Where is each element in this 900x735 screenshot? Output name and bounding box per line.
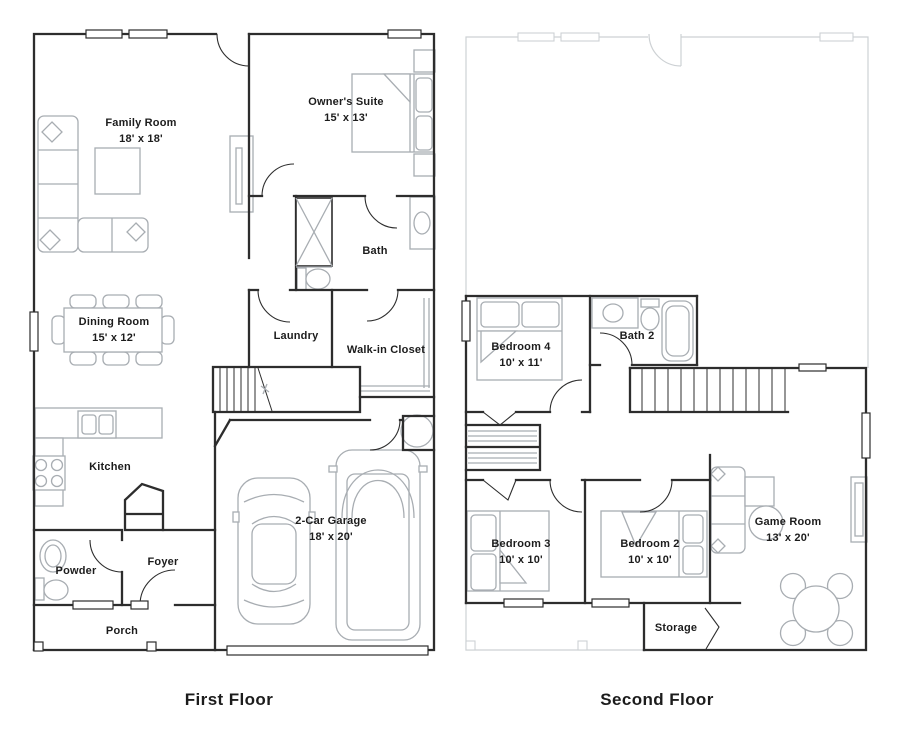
bath-toilet: [296, 267, 331, 291]
room-label-bedroom-4: Bedroom 4 10' x 11': [491, 341, 551, 369]
bath2-toilet: [640, 298, 660, 331]
room-label-bath: Bath: [362, 245, 388, 257]
walk-in-closet-shelves: [360, 298, 430, 392]
second-floor-stairs: [641, 369, 786, 411]
powder-sink: [39, 539, 67, 573]
game-room-table-set: [779, 572, 854, 647]
coffee-table: [94, 147, 141, 195]
second-floor-walls: [464, 294, 868, 652]
room-label-storage: Storage: [654, 622, 698, 634]
second-floor-plan: [461, 32, 871, 652]
room-label-porch: Porch: [105, 625, 139, 637]
first-floor-plan: [29, 29, 436, 656]
room-label-bedroom-2: Bedroom 2 10' x 10': [620, 538, 680, 566]
first-floor-windows: [29, 29, 429, 656]
linen-closet-shelves: [468, 430, 537, 464]
bath2-vanity: [591, 297, 639, 329]
room-label-bath-2: Bath 2: [619, 330, 655, 342]
room-label-family-room: Family Room 18' x 18': [105, 117, 177, 145]
bedroom2-bed: [600, 510, 708, 578]
powder-toilet: [34, 577, 69, 601]
stove: [32, 455, 66, 491]
room-label-powder: Powder: [55, 565, 97, 577]
bath-vanity: [409, 196, 436, 250]
dining-table-set: [51, 294, 175, 366]
room-label-owners-suite: Owner's Suite 15' x 13': [308, 96, 384, 124]
first-floor-stairs: [219, 367, 273, 412]
game-room-sofa: [710, 466, 784, 554]
room-label-dining-room: Dining Room 15' x 12': [78, 316, 150, 344]
bedroom3-bed: [466, 510, 550, 592]
owners-suite-bed: [351, 49, 436, 177]
floor-title-second: Second Floor: [600, 690, 714, 709]
fireplace-media-unit: [229, 135, 254, 213]
second-floor-doors: [482, 332, 720, 650]
room-label-walk-in-closet: Walk-in Closet: [346, 344, 426, 356]
water-heater: [400, 414, 434, 448]
game-room-window-seat: [850, 476, 868, 543]
shower: [295, 197, 333, 268]
floor-title-first: First Floor: [184, 690, 274, 709]
room-label-garage: 2-Car Garage 18' x 20': [295, 515, 367, 543]
room-label-laundry: Laundry: [273, 330, 319, 342]
room-label-game-room: Game Room 13' x 20': [754, 516, 822, 544]
bedroom4-bed: [476, 297, 563, 381]
room-label-kitchen: Kitchen: [89, 461, 131, 473]
first-floor-doors: [89, 33, 401, 606]
garage-car: [232, 477, 316, 625]
room-label-foyer: Foyer: [147, 556, 179, 568]
first-floor-ghost-outline: [465, 32, 869, 651]
bath2-tub: [661, 300, 694, 362]
family-room-sofa: [37, 115, 149, 253]
garage-truck: [328, 449, 428, 641]
second-floor-windows: [461, 300, 871, 608]
room-label-bedroom-3: Bedroom 3 10' x 10': [491, 538, 551, 566]
